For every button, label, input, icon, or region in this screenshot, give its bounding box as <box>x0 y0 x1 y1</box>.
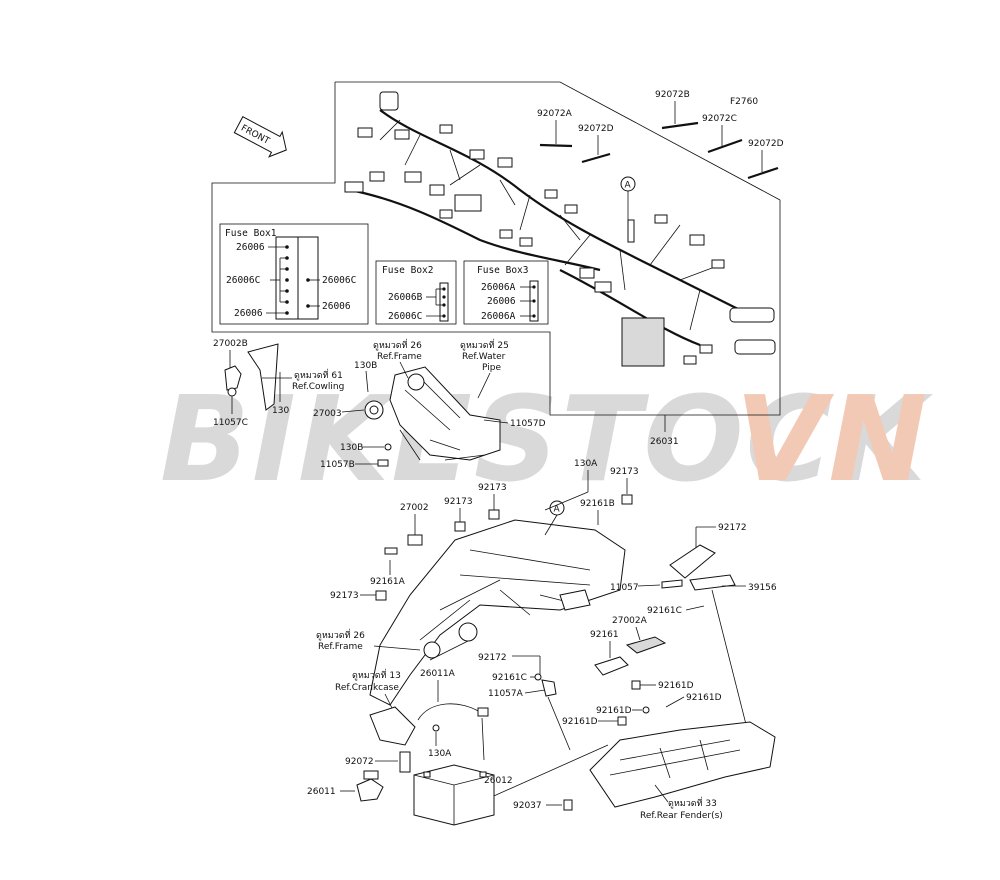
label-27002: 27002 <box>400 503 429 513</box>
fuse-box-3: Fuse Box3 26006A 26006 26006A <box>463 260 549 325</box>
fuse1-right-2: 26006 <box>322 301 351 312</box>
label-92173-c: 92173 <box>444 497 473 507</box>
label-11057: 11057 <box>610 583 639 593</box>
ref25-en1: Ref.Water <box>462 352 506 362</box>
label-92072D-right: 92072D <box>748 139 784 149</box>
label-11057D: 11057D <box>510 419 546 429</box>
label-92173-b: 92173 <box>478 483 507 493</box>
label-92161D-a: 92161D <box>658 681 694 691</box>
fuse-box-2-title: Fuse Box2 <box>382 265 433 276</box>
cowling-bracket: 27002B ดูหมวดที่ 61 Ref.Cowling 130 1105… <box>213 339 344 428</box>
upper-frame: 130B ดูหมวดที่ 26 Ref.Frame ดูหมวดที่ 25… <box>313 338 546 470</box>
label-92161: 92161 <box>590 630 619 640</box>
label-92161A: 92161A <box>370 577 406 587</box>
watermark-brand: BIKESTOCK <box>160 370 933 508</box>
fuse1-left-1: 26006 <box>236 242 265 253</box>
label-92172-b: 92172 <box>478 653 507 663</box>
fuse1-left-3: 26006 <box>234 308 263 319</box>
label-11057B: 11057B <box>320 460 355 470</box>
fuse2-left-1: 26006B <box>388 292 423 303</box>
label-130B-top: 130B <box>354 361 377 371</box>
ref26-en-a: Ref.Frame <box>377 352 422 362</box>
label-92173-a: 92173 <box>610 467 639 477</box>
label-27002B: 27002B <box>213 339 248 349</box>
label-92072: 92072 <box>345 757 374 767</box>
label-A-top: A <box>625 181 632 191</box>
label-26011: 26011 <box>307 787 336 797</box>
label-130A-top: 130A <box>574 459 598 469</box>
label-92161D-d: 92161D <box>562 717 598 727</box>
label-92161C-b: 92161C <box>492 673 527 683</box>
label-11057A: 11057A <box>488 689 524 699</box>
fuse3-left-3: 26006A <box>481 311 516 322</box>
label-A-frame: A <box>554 505 561 515</box>
label-92161B: 92161B <box>580 499 615 509</box>
label-130A-low: 130A <box>428 749 452 759</box>
rear-fender-tray: ดูหมวดที่ 33 Ref.Rear Fender(s) <box>589 721 776 821</box>
label-26012: 26012 <box>484 776 513 786</box>
fuse1-left-2: 26006C <box>226 275 260 286</box>
ref33-th: ดูหมวดที่ 33 <box>668 796 717 809</box>
label-92161D-c: 92161D <box>596 706 632 716</box>
ref26-en-b: Ref.Frame <box>318 642 363 652</box>
label-92173-d: 92173 <box>330 591 359 601</box>
label-26011A: 26011A <box>420 669 456 679</box>
label-92072C: 92072C <box>702 114 737 124</box>
label-92161C-a: 92161C <box>647 606 682 616</box>
cable-ties <box>539 121 779 180</box>
fuse-box-1-title: Fuse Box1 <box>225 228 277 239</box>
ref33-en: Ref.Rear Fender(s) <box>640 811 723 821</box>
ref25-en2: Pipe <box>482 363 501 373</box>
label-92161D-b: 92161D <box>686 693 722 703</box>
label-92072A: 92072A <box>537 109 573 119</box>
ref26-th-a: ดูหมวดที่ 26 <box>373 338 422 351</box>
fuse3-left-2: 26006 <box>487 296 516 307</box>
main-frame <box>369 519 626 706</box>
ref25-th: ดูหมวดที่ 25 <box>460 338 509 351</box>
label-92072D-top: 92072D <box>578 124 614 134</box>
fuse-box-1: Fuse Box1 26006 26006C 26006 26006C 2600… <box>219 223 369 325</box>
label-11057C: 11057C <box>213 418 248 428</box>
label-92072B: 92072B <box>655 90 690 100</box>
ref61-en: Ref.Cowling <box>292 382 344 392</box>
watermark: BIKESTOCK VN <box>160 370 933 508</box>
label-39156: 39156 <box>748 583 777 593</box>
ref26-th-b: ดูหมวดที่ 26 <box>316 628 365 641</box>
label-27003: 27003 <box>313 409 342 419</box>
ref13-th: ดูหมวดที่ 13 <box>352 668 401 681</box>
battery: 26012 <box>413 764 513 826</box>
main-harness <box>344 91 776 367</box>
fuse-box-2: Fuse Box2 26006B 26006C <box>375 260 457 325</box>
label-26031: 26031 <box>650 437 679 447</box>
label-130B-low: 130B <box>340 443 363 453</box>
figure-code: F2760 <box>730 97 758 107</box>
label-92037: 92037 <box>513 801 542 811</box>
label-27002A: 27002A <box>612 616 648 626</box>
fuse-box-3-title: Fuse Box3 <box>477 265 528 276</box>
label-92172-a: 92172 <box>718 523 747 533</box>
fuse3-left-1: 26006A <box>481 282 516 293</box>
harness-panel <box>211 81 781 416</box>
fuse2-left-2: 26006C <box>388 311 422 322</box>
ref61-th: ดูหมวดที่ 61 <box>294 368 343 381</box>
watermark-suffix: VN <box>735 370 929 508</box>
ref13-en: Ref.Crankcase <box>335 683 399 693</box>
fuse1-right-1: 26006C <box>322 275 356 286</box>
front-arrow-icon: FRONT <box>233 116 287 158</box>
crankcase-area: ดูหมวดที่ 13 Ref.Crankcase 26011A 130A <box>335 668 489 761</box>
label-130-top: 130 <box>272 406 289 416</box>
